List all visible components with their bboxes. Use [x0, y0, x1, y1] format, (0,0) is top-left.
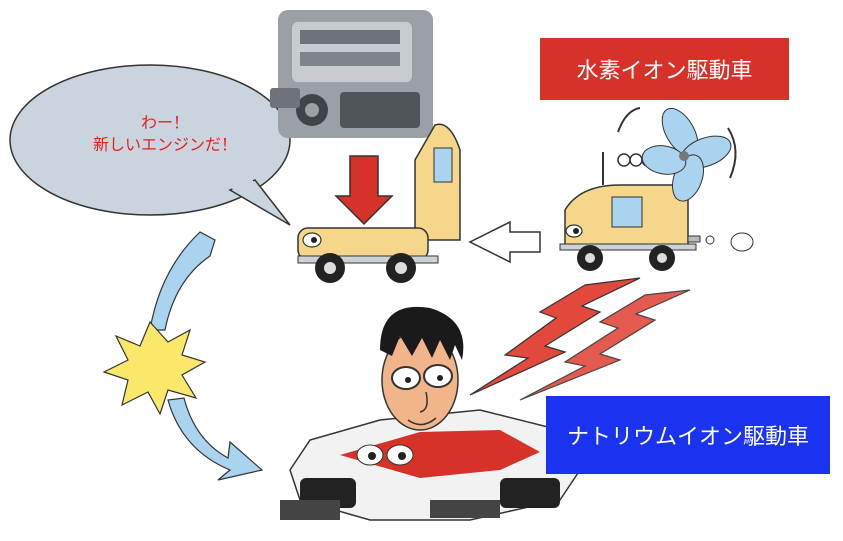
burst-icon — [102, 320, 207, 416]
truck-with-new-engine-icon — [297, 123, 461, 283]
speech-bubble — [9, 64, 291, 226]
race-car-driver-icon — [280, 306, 581, 521]
propeller-icon — [617, 107, 737, 202]
left-arrow-icon — [468, 220, 541, 264]
speech-bubble-line-2: 新しいエンジンだ！ — [92, 135, 237, 154]
engine-icon — [270, 10, 433, 138]
down-arrow-icon — [334, 155, 394, 226]
hydrogen-truck-icon — [559, 152, 754, 271]
hydrogen-ion-car-label: 水素イオン駆動車 — [540, 38, 789, 100]
sodium-ion-car-label: ナトリウムイオン駆動車 — [546, 396, 830, 474]
lightning-icon — [469, 277, 691, 401]
hydrogen-ion-car-label-text: 水素イオン駆動車 — [576, 59, 753, 84]
sodium-ion-car-label-text: ナトリウムイオン駆動車 — [566, 425, 809, 450]
speech-bubble-text: わー！ 新しいエンジンだ！ — [30, 112, 300, 156]
speech-bubble-line-1: わー！ — [140, 113, 189, 132]
